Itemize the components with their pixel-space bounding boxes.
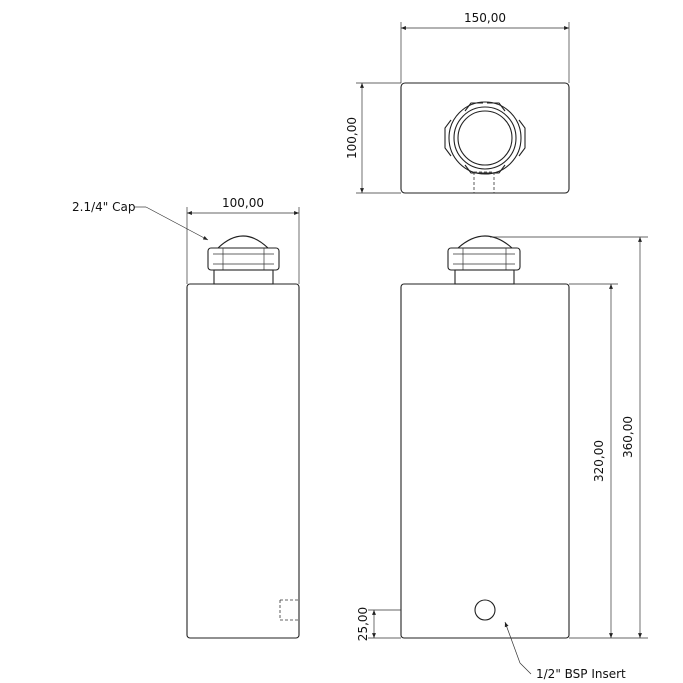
dim-top-width: 150,00 — [400, 11, 570, 83]
dim-total-height: 360,00 — [490, 236, 648, 639]
front-view — [400, 235, 570, 639]
side-view-body — [186, 283, 300, 639]
dim-side-width-label: 100,00 — [222, 196, 264, 210]
dim-insert-height-label: 25,00 — [356, 607, 370, 641]
dim-top-width-label: 150,00 — [464, 11, 506, 25]
dim-side-width: 100,00 — [186, 196, 300, 284]
side-view-cap — [207, 235, 280, 285]
insert-callout: 1/2" BSP Insert — [504, 621, 626, 681]
cap-callout: 2.1/4" Cap — [72, 200, 209, 241]
front-view-body — [400, 283, 570, 639]
side-view — [186, 235, 300, 639]
top-view — [400, 82, 570, 194]
dim-body-height-label: 320,00 — [592, 440, 606, 482]
dim-top-depth: 100,00 — [345, 82, 401, 194]
dim-body-height: 320,00 — [569, 283, 618, 638]
cap-label: 2.1/4" Cap — [72, 200, 135, 214]
top-view-cap — [444, 101, 526, 175]
top-view-outline — [400, 82, 570, 194]
dim-insert-height: 25,00 — [356, 607, 401, 641]
insert-label: 1/2" BSP Insert — [536, 667, 626, 681]
top-view-hidden-insert — [473, 171, 495, 193]
front-view-cap — [447, 235, 521, 285]
side-view-hidden-insert — [279, 599, 299, 621]
front-view-insert — [474, 599, 496, 621]
dim-top-depth-label: 100,00 — [345, 117, 359, 159]
dim-total-height-label: 360,00 — [621, 416, 635, 458]
